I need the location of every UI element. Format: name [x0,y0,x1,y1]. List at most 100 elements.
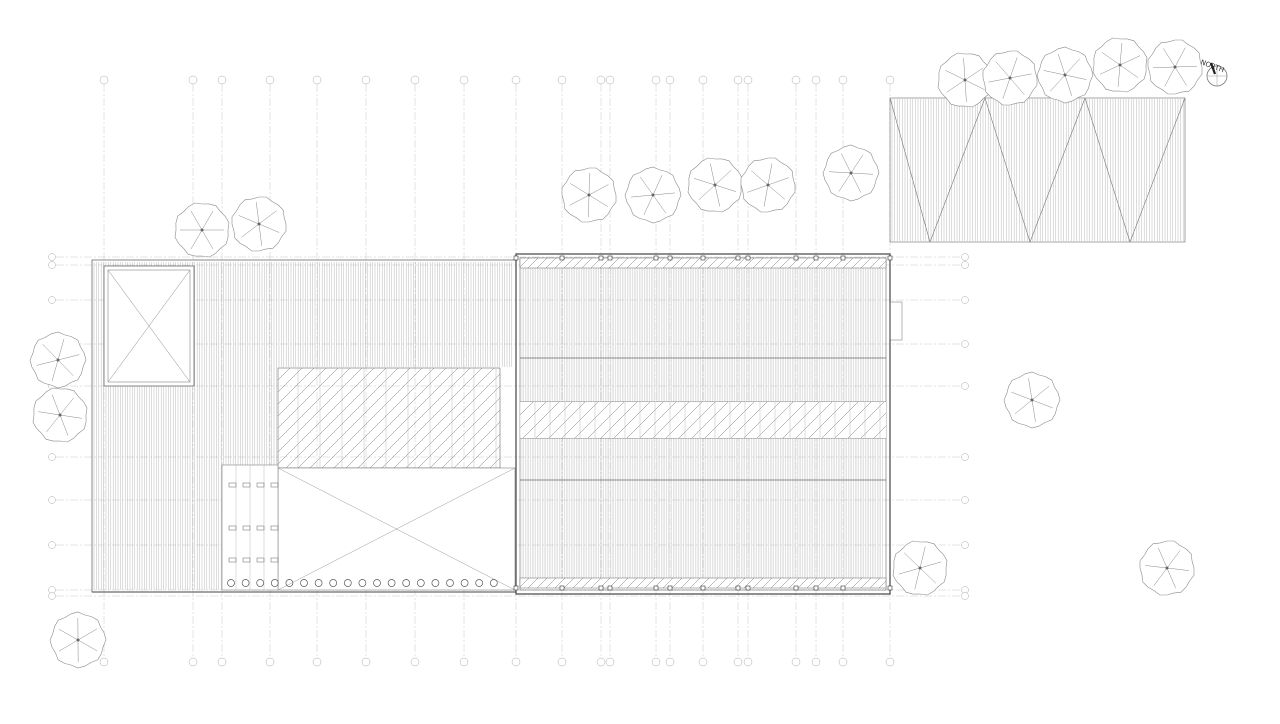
tree-branch [714,169,732,186]
tree-branch [1163,48,1176,68]
gutter-hatch [824,257,836,269]
tree-branch [767,177,789,186]
tree-trunk [1030,398,1034,402]
canopy-zigzag [984,97,1031,243]
gutter-hatch [617,257,629,269]
tree-branch [1028,378,1033,401]
skylight-hatch [795,401,833,439]
tree-branch [51,394,61,416]
tree-branch [963,58,966,81]
tree-branch [38,411,61,416]
grid-bubble [511,75,521,85]
mechanical-unit [228,525,237,531]
tree-branch [59,414,82,419]
column [793,255,799,261]
tree-branch [1166,550,1181,569]
mechanical-unit [242,525,251,531]
grid-bubble [651,657,661,667]
gutter-hatch [869,257,881,269]
column [887,255,893,261]
grid-bubble [596,75,606,85]
gutter-hatch [608,257,620,269]
canopy-outline [889,97,1186,243]
gutter-hatch [617,577,629,589]
grid-bubble [557,657,567,667]
column [735,255,741,261]
gutter-hatch [519,577,530,588]
grid-bubble [961,253,969,261]
grid-bubble [48,541,56,549]
tree-branch [1058,53,1066,76]
tree-branch [946,79,966,93]
gutter-hatch [671,257,683,269]
gutter-hatch [707,257,719,269]
column [667,585,673,591]
tree-branch [190,229,203,250]
skylight-hatch [717,401,755,439]
roof-vent [373,579,381,587]
roof-vent [489,579,498,587]
grid-bubble [961,340,969,348]
gutter-hatch [662,577,674,589]
tree-branch [850,172,862,193]
tree-branch [51,359,59,382]
column [887,585,893,591]
grid-bubble [961,541,969,549]
tree-branch [1119,55,1141,66]
grid-bubble [961,382,969,390]
tree-branch [964,79,985,90]
tree-branch [258,210,277,225]
grid-bubble [885,75,895,85]
left-building-roof [91,259,517,593]
gutter-hatch [671,577,683,589]
column [793,585,799,591]
tree-branch [747,184,769,193]
skylight-hatch [743,401,781,439]
gutter-hatch [842,257,854,269]
tree-branch [1119,43,1123,66]
mechanical-unit [270,525,279,531]
grid-bubble [811,657,821,667]
skylight-hatch [821,401,859,439]
roof-vent [460,579,469,587]
tree-branch [46,414,61,433]
grid-bubble [605,657,615,667]
tree-branch [964,79,967,102]
tree-branch [241,223,260,238]
gutter-hatch [743,257,755,269]
grid-bubble [961,592,969,600]
mechanical-unit [242,482,251,488]
tree-branch [898,567,921,575]
glazed-hatch [417,385,501,469]
tree-branch [714,184,737,192]
grid-bubble [651,75,661,85]
roof-vent [227,579,235,587]
grid-bubble [48,496,56,504]
tree-branch [829,171,852,174]
grid-bubble [312,75,322,85]
tree-branch [919,567,937,584]
gutter-hatch [536,257,548,269]
column [840,585,846,591]
tree-trunk [963,78,967,82]
gutter-hatch [536,577,548,589]
gutter-hatch [716,577,728,589]
canopy-zigzag [889,97,931,243]
tree-trunk [76,638,80,642]
tree-branch [569,194,590,206]
gutter-hatch [752,257,764,269]
tree-branch [1064,74,1087,80]
grid-bubble [665,657,675,667]
gutter-hatch [752,577,764,589]
grid-bubble [698,657,708,667]
gutter-hatch [797,257,809,269]
tree-branch [77,639,98,652]
skylight-hatch [808,401,846,439]
gutter-hatch [545,577,557,589]
grid-bubble [961,453,969,461]
gutter-hatch [698,577,710,589]
grid-bubble [99,75,109,85]
tree-branch [763,184,769,207]
glazed-hatch [405,373,501,469]
roof-vent [416,579,425,587]
